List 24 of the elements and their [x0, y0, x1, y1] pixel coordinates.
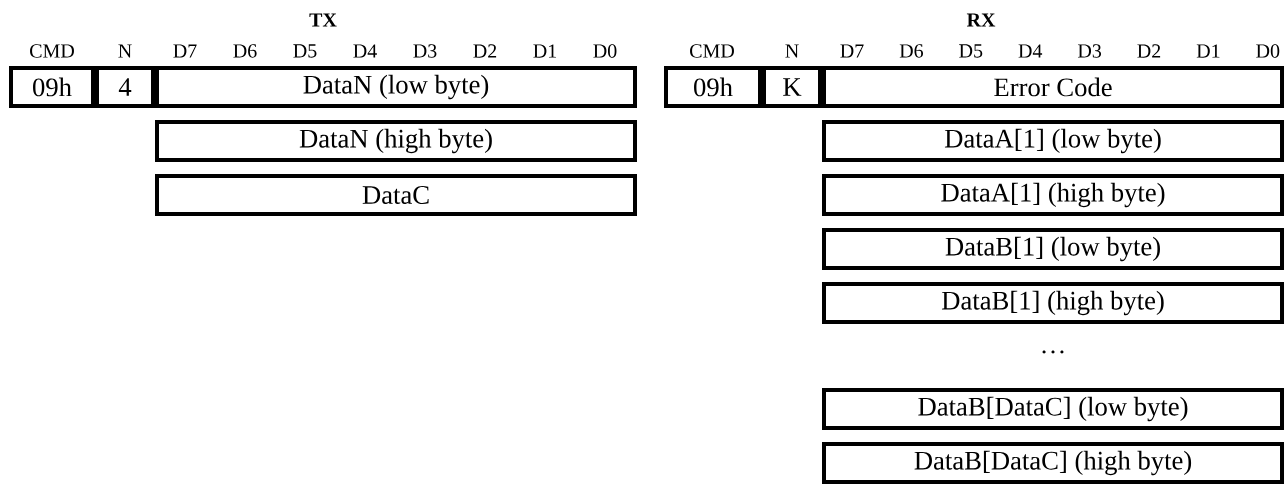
data-field-box: DataC	[155, 174, 637, 216]
data-field-box: DataB[DataC] (low byte)	[822, 388, 1284, 430]
count-cell: 4	[95, 66, 155, 108]
column-header: D7	[840, 44, 864, 58]
title: TX	[309, 13, 337, 27]
ellipsis: …	[1042, 350, 1064, 354]
data-field-box: DataN (high byte)	[155, 120, 637, 162]
column-header: D7	[173, 44, 197, 58]
data-field-box: DataA[1] (low byte)	[822, 120, 1284, 162]
data-field-box: DataB[DataC] (high byte)	[822, 442, 1284, 484]
data-field-box: DataB[1] (low byte)	[822, 228, 1284, 270]
data-field-box: Error Code	[822, 66, 1284, 108]
command-cell: 09h	[664, 66, 762, 108]
column-header: D0	[593, 44, 617, 58]
column-header: N	[118, 44, 132, 58]
column-header: CMD	[30, 44, 74, 58]
data-field-box: DataB[1] (high byte)	[822, 282, 1284, 324]
command-cell: 09h	[9, 66, 95, 108]
count-cell: K	[762, 66, 822, 108]
column-header: N	[785, 44, 799, 58]
data-field-box: DataA[1] (high byte)	[822, 174, 1284, 216]
column-header: CMD	[690, 44, 734, 58]
data-field-box: DataN (low byte)	[155, 66, 637, 108]
title: RX	[966, 13, 996, 27]
